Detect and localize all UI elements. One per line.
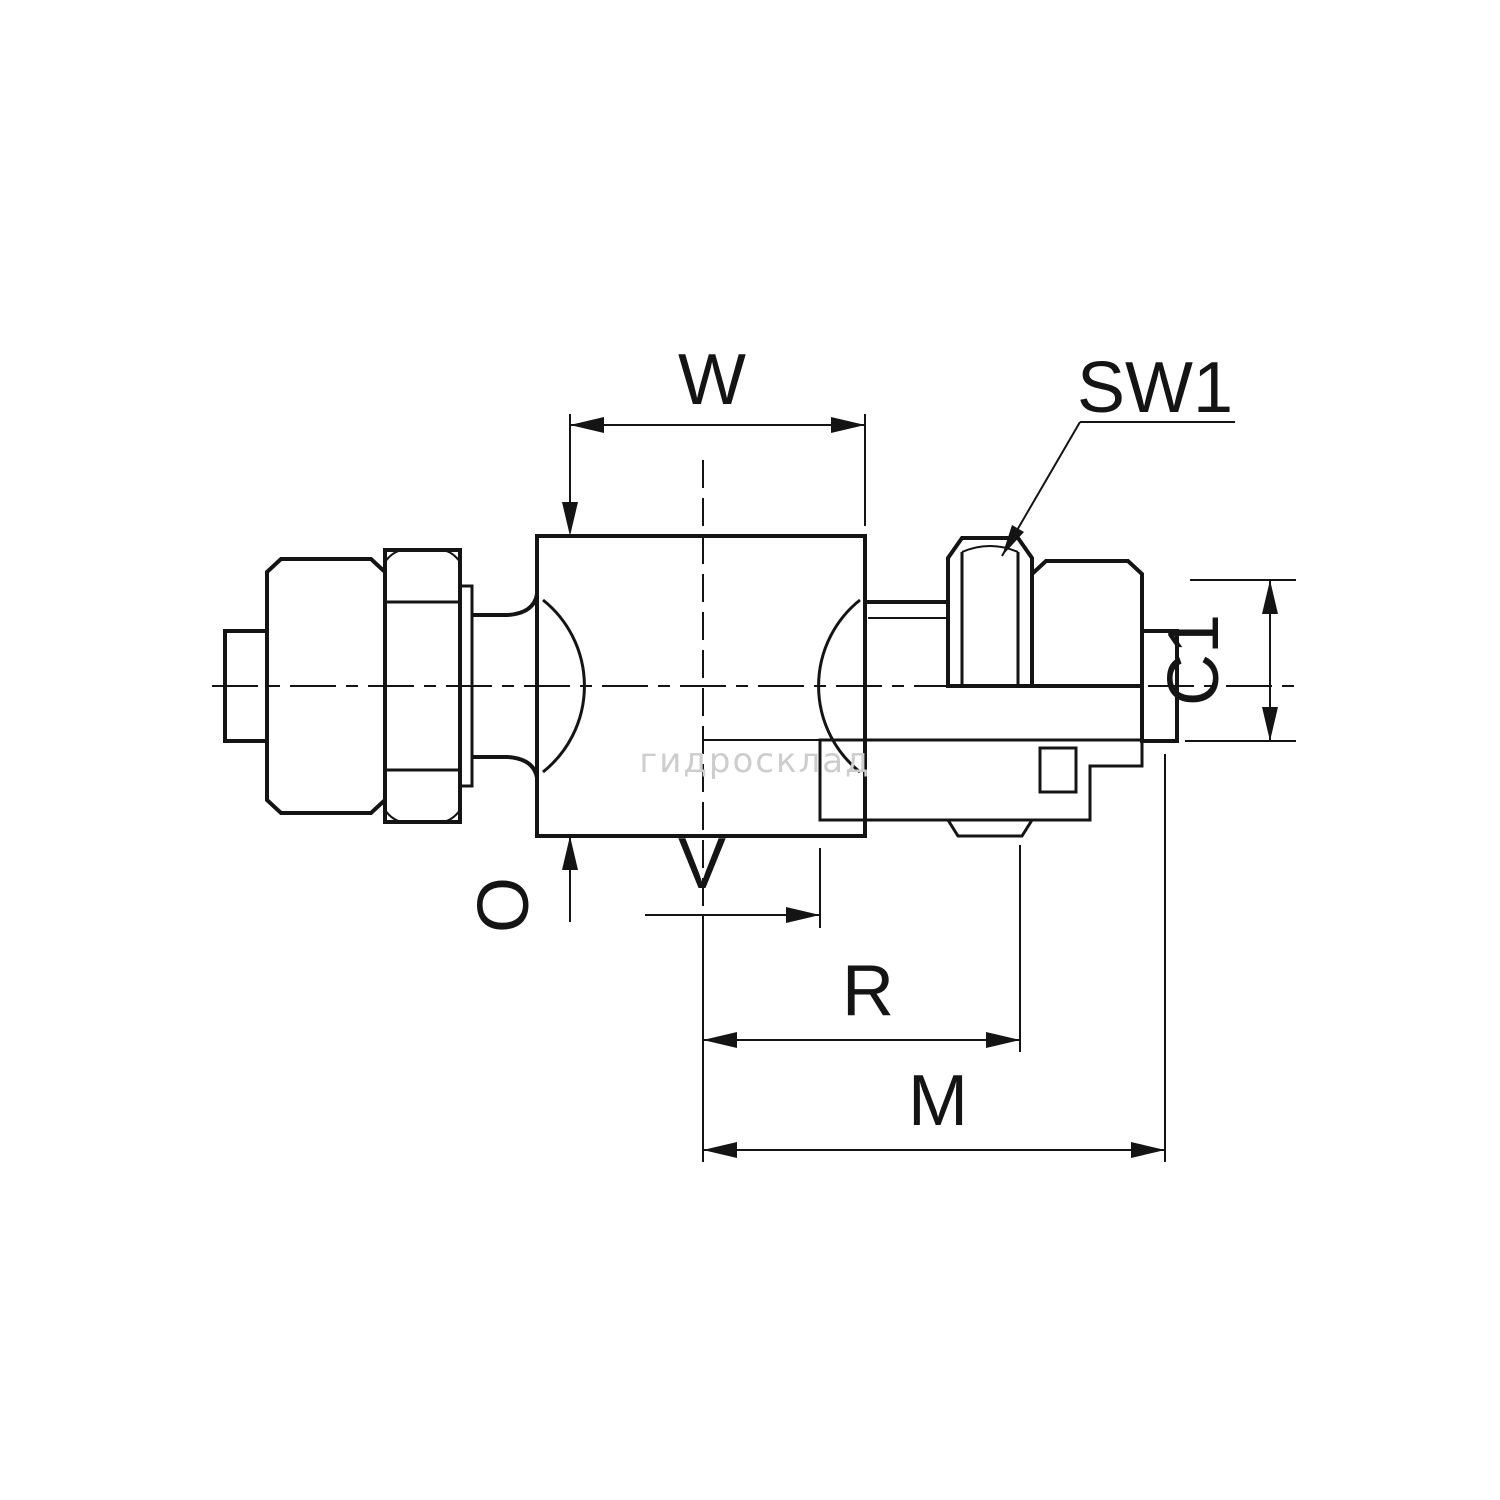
left-flare-arc <box>542 598 586 774</box>
right-knurled-nut <box>1030 559 1144 688</box>
centerlines <box>212 460 1298 1162</box>
dimension-label-m: M <box>908 1061 968 1141</box>
dimension-label-sw1: SW1 <box>1077 348 1233 428</box>
groove-notch <box>1038 746 1078 794</box>
dimension-label-o: O <box>464 877 544 933</box>
nut-chamfer-arc <box>961 545 1019 553</box>
dimension-label-c1: C1 <box>1154 614 1234 706</box>
leader-sw1: SW1 <box>1001 348 1235 557</box>
dimension-w: W <box>569 340 866 526</box>
hex-chamfer-arc <box>384 549 403 563</box>
sw1-hex-nut <box>946 536 1034 688</box>
fitting-body <box>535 534 867 838</box>
arrowhead-down <box>562 502 578 536</box>
bulkhead-stem <box>703 600 948 741</box>
arrowhead-up <box>1262 580 1278 614</box>
dimension-label-r: R <box>842 951 894 1031</box>
hex-chamfer-arc <box>442 809 461 823</box>
arrowhead-right <box>786 907 820 923</box>
watermark-text: гидросклад <box>639 741 870 781</box>
nut-section <box>945 818 1035 838</box>
dimension-o: O <box>464 502 578 933</box>
right-flare-arc <box>817 598 861 774</box>
arrowhead-left <box>703 1032 737 1048</box>
washer <box>458 584 474 788</box>
dimension-label-v: V <box>678 824 726 904</box>
arrowhead-left <box>703 1142 737 1158</box>
arrowhead-left <box>570 417 604 433</box>
arrowhead-down <box>1262 707 1278 741</box>
dimension-m: M <box>703 754 1166 1162</box>
dimension-r: R <box>703 845 1021 1052</box>
right-tube-stub <box>1140 629 1179 743</box>
arrowhead-leader <box>1002 525 1024 556</box>
section-hatching <box>818 738 1144 838</box>
hex-chamfer-arc <box>384 809 403 823</box>
arrowhead-right <box>831 417 865 433</box>
stem-section <box>818 738 1144 822</box>
dimension-v: V <box>645 824 821 928</box>
arrowhead-right <box>986 1032 1020 1048</box>
arrowhead-right <box>1131 1142 1165 1158</box>
dimension-c1: C1 <box>1154 579 1296 742</box>
arrowhead-up <box>562 836 578 870</box>
knurl-pattern <box>1030 559 1144 688</box>
dimension-label-w: W <box>678 340 746 420</box>
hex-chamfer-arc <box>442 549 461 563</box>
